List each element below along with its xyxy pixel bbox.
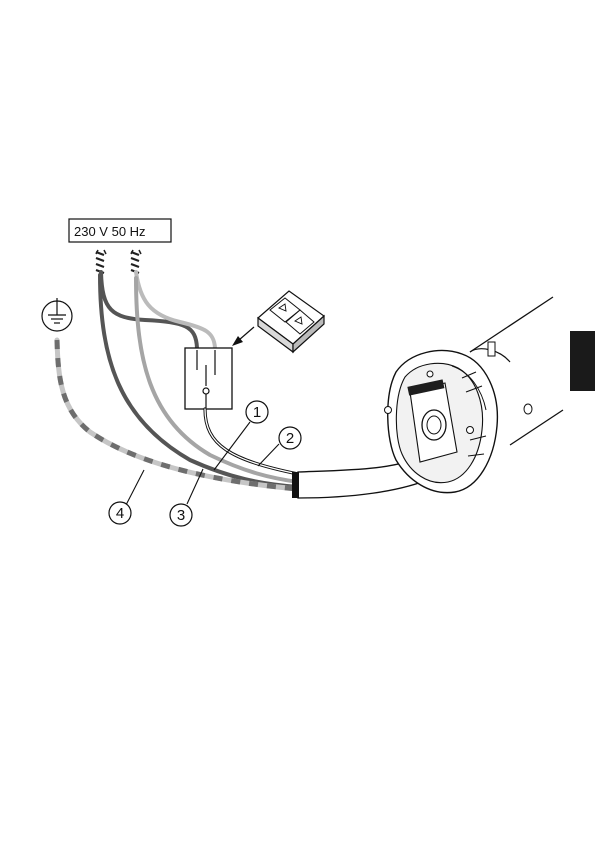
- arrow-icon: [232, 327, 254, 346]
- up-down-switch-remote-icon: [258, 291, 324, 352]
- wire-supply-dark: [101, 272, 197, 348]
- callout-4-label: 4: [116, 505, 124, 522]
- callout-1: 1: [246, 401, 268, 423]
- callout-2: 2: [279, 427, 301, 449]
- callout-4-leader: [126, 470, 144, 505]
- callout-4: 4: [109, 502, 131, 524]
- earth-ground-icon: [42, 298, 72, 331]
- supply-label-group: 230 V 50 Hz: [69, 219, 171, 242]
- callout-1-label: 1: [253, 404, 261, 421]
- callout-2-leader: [258, 444, 279, 466]
- callout-3-label: 3: [177, 507, 185, 524]
- double-pole-switch-icon: [185, 348, 232, 409]
- callout-2-label: 2: [286, 430, 294, 447]
- wire-supply-light: [136, 272, 215, 348]
- terminal-twist-icon: [96, 250, 106, 273]
- terminal-twist-icon: [131, 250, 141, 273]
- supply-label: 230 V 50 Hz: [74, 224, 146, 239]
- tubular-motor-icon: [385, 297, 564, 493]
- callout-3: 3: [170, 504, 192, 526]
